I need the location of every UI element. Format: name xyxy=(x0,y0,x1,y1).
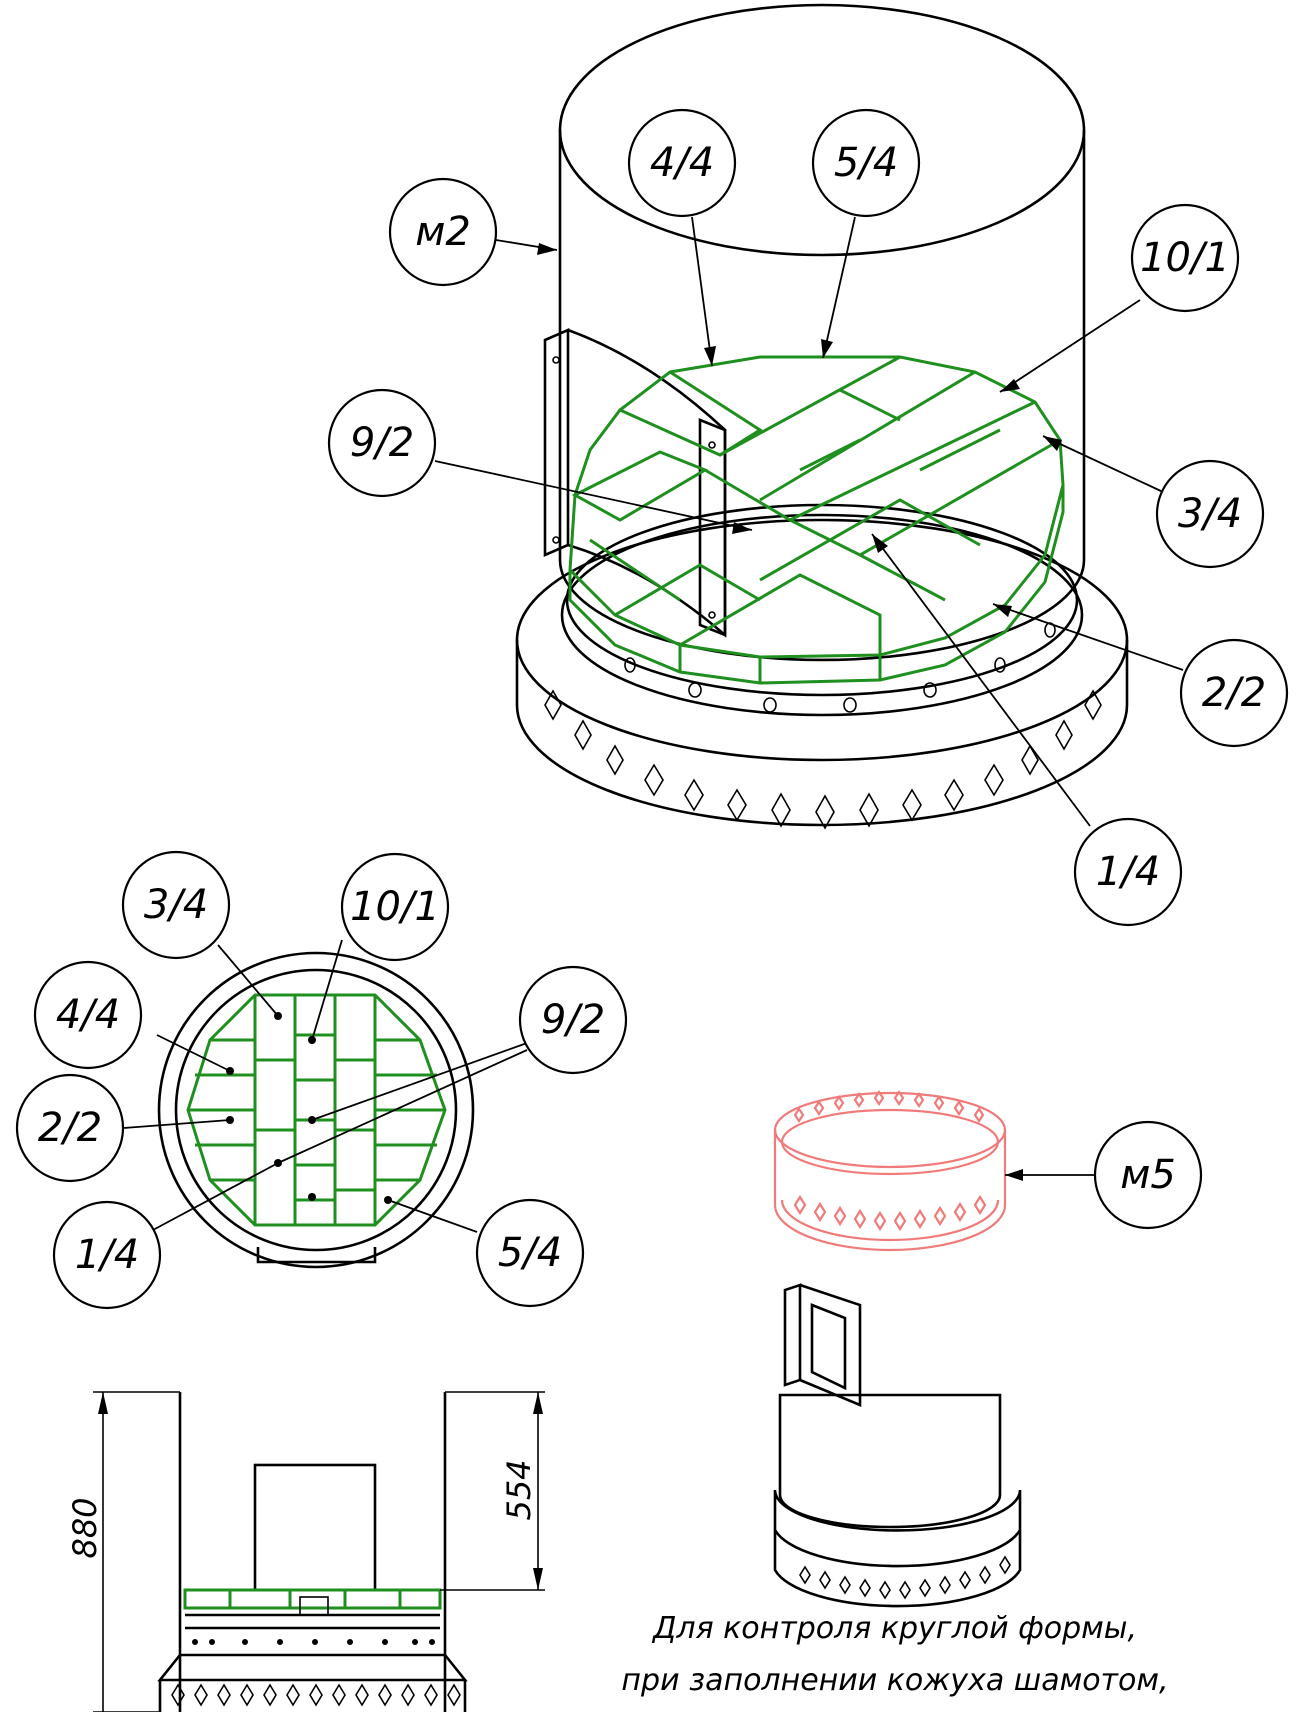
isometric-stove-view xyxy=(515,3,1129,830)
callout-9-2-label: 9/2 xyxy=(350,420,414,466)
small-iso-view xyxy=(773,1090,1022,1608)
callout-10-1-iso: 10/1 xyxy=(1130,203,1240,313)
callout-2-2-iso: 2/2 xyxy=(1179,638,1289,748)
callout-3-4-label: 3/4 xyxy=(1178,491,1242,537)
leader-lines xyxy=(123,216,1184,1233)
side-diamonds xyxy=(171,1683,461,1707)
callout-5-4-plan-label: 5/4 xyxy=(498,1230,562,1276)
callout-1-4-label: 1/4 xyxy=(1096,849,1160,895)
callout-4-4-label: 4/4 xyxy=(650,140,714,186)
callout-9-2-plan-label: 9/2 xyxy=(541,997,605,1043)
brick-layer-plan xyxy=(186,993,447,1227)
callout-9-2-plan: 9/2 xyxy=(518,965,628,1075)
callout-3-4-iso: 3/4 xyxy=(1155,459,1265,569)
callout-1-4-plan-label: 1/4 xyxy=(75,1232,139,1278)
callout-m5: м5 xyxy=(1093,1120,1203,1230)
callout-3-4-plan-label: 3/4 xyxy=(144,882,208,928)
dim-880-label: 880 xyxy=(66,1497,104,1558)
callout-3-4-plan: 3/4 xyxy=(121,850,231,960)
callout-2-2-plan: 2/2 xyxy=(15,1073,125,1183)
callout-4-4-iso: 4/4 xyxy=(627,108,737,218)
callout-4-4-plan-label: 4/4 xyxy=(56,992,120,1038)
callout-5-4-iso: 5/4 xyxy=(811,108,921,218)
base-diamond-cutouts xyxy=(544,689,1102,830)
callout-10-1-plan: 10/1 xyxy=(340,852,450,962)
door-frame xyxy=(543,328,727,638)
m5-ring-diamonds xyxy=(793,1090,987,1232)
dimension-554: 554 xyxy=(440,1391,545,1591)
note-block: Для контроля круглой формы, при заполнен… xyxy=(621,1611,1168,1698)
callout-2-2-label: 2/2 xyxy=(1202,670,1266,716)
callout-10-1-label: 10/1 xyxy=(1140,235,1230,281)
callout-1-4-plan: 1/4 xyxy=(52,1200,162,1310)
brick-layer-iso xyxy=(568,355,1065,685)
side-elevation: 880 554 xyxy=(66,1391,545,1712)
callout-m2-label: м2 xyxy=(415,209,471,255)
callout-4-4-plan: 4/4 xyxy=(33,960,143,1070)
small-base-diamonds xyxy=(799,1555,1011,1600)
small-door-frame xyxy=(783,1283,862,1407)
m5-ring xyxy=(773,1090,1007,1252)
dim-554-label: 554 xyxy=(500,1459,538,1520)
cylinder-body xyxy=(558,3,1086,662)
callout-9-2-iso: 9/2 xyxy=(327,388,437,498)
note-line-2: при заполнении кожуха шамотом, xyxy=(621,1663,1168,1698)
callout-10-1-plan-label: 10/1 xyxy=(350,884,440,930)
callout-m5-label: м5 xyxy=(1120,1152,1176,1198)
plan-view xyxy=(157,951,475,1269)
callout-m2: м2 xyxy=(388,177,498,287)
note-line-1: Для контроля круглой формы, xyxy=(651,1611,1137,1646)
side-holes xyxy=(192,1639,435,1645)
callout-2-2-plan-label: 2/2 xyxy=(38,1105,102,1151)
callout-5-4-plan: 5/4 xyxy=(475,1198,585,1308)
dimension-880: 880 xyxy=(66,1391,180,1712)
callout-5-4-label: 5/4 xyxy=(834,140,898,186)
callout-1-4-iso: 1/4 xyxy=(1073,817,1183,927)
